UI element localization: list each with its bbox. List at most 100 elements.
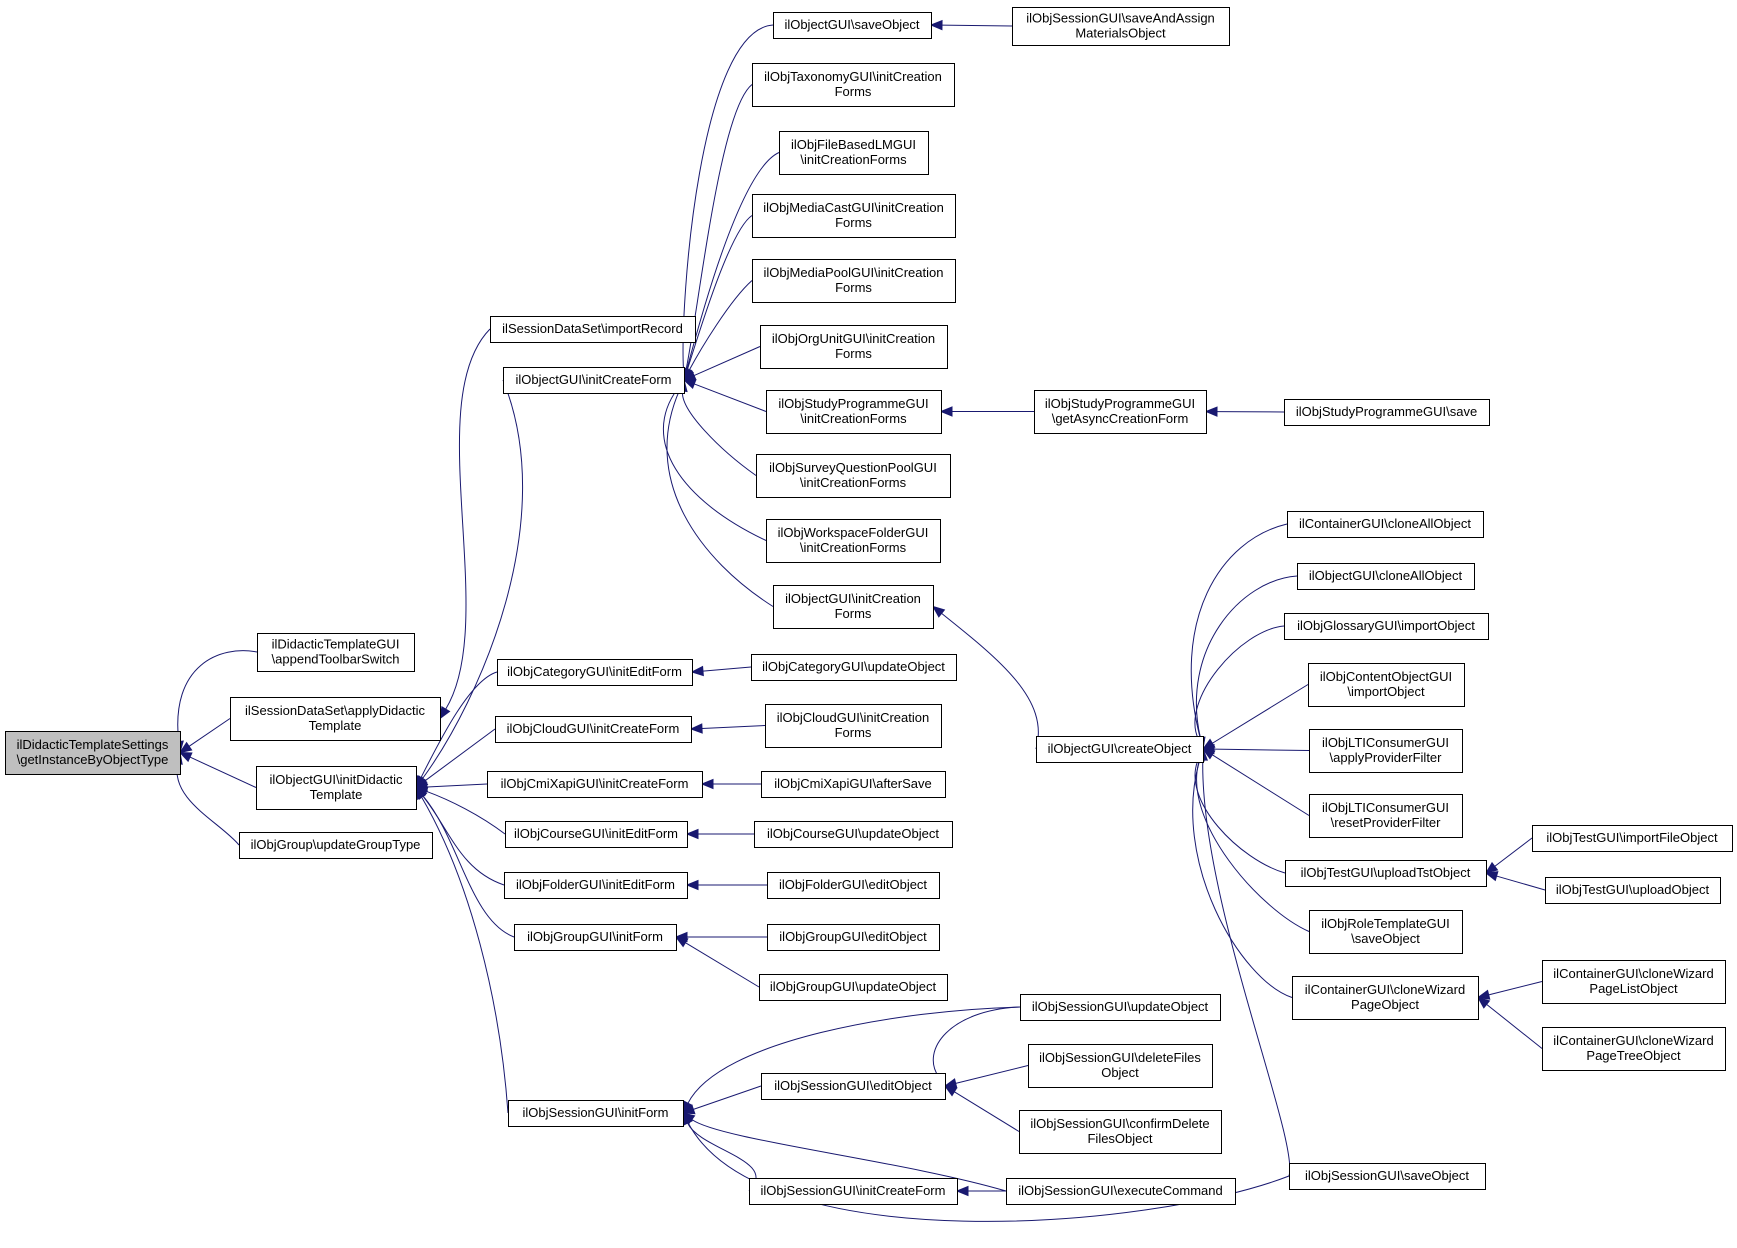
node-tax-icf[interactable]: ilObjTaxonomyGUI\initCreationForms (752, 63, 955, 107)
node-tst-upload[interactable]: ilObjTestGUI\uploadTstObject (1285, 860, 1487, 887)
node-cmi-initcreate[interactable]: ilObjCmiXapiGUI\initCreateForm (487, 771, 703, 798)
node-sess-saveassign[interactable]: ilObjSessionGUI\saveAndAssignMaterialsOb… (1012, 7, 1230, 46)
node-grpgui-edit[interactable]: ilObjGroupGUI\editObject (767, 924, 940, 951)
node-label: ilObjCategoryGUI\updateObject (762, 659, 945, 674)
node-orgu-icf[interactable]: ilObjOrgUnitGUI\initCreationForms (760, 325, 948, 369)
node-fblm-icf[interactable]: ilObjFileBasedLMGUI\initCreationForms (779, 131, 929, 175)
node-prg-getasync[interactable]: ilObjStudyProgrammeGUI\getAsyncCreationF… (1034, 390, 1207, 434)
edge-line (1194, 758, 1286, 874)
node-lti-apply[interactable]: ilObjLTIConsumerGUI\applyProviderFilter (1309, 729, 1463, 773)
node-sds-import[interactable]: ilSessionDataSet\importRecord (490, 316, 696, 343)
node-lti-reset[interactable]: ilObjLTIConsumerGUI\resetProviderFilter (1309, 794, 1463, 838)
node-crs-initedit[interactable]: ilObjCourseGUI\initEditForm (505, 821, 688, 848)
node-cont-cloneall[interactable]: ilContainerGUI\cloneAllObject (1287, 511, 1484, 538)
node-wsp-icf[interactable]: ilObjWorkspaceFolderGUI\initCreationForm… (766, 519, 941, 563)
node-og-initcreate[interactable]: ilObjectGUI\initCreateForm (503, 367, 685, 394)
node-label: PageTreeObject (1586, 1048, 1681, 1063)
node-label: MaterialsObject (1075, 26, 1166, 41)
node-grpgui-initform[interactable]: ilObjGroupGUI\initForm (514, 924, 677, 951)
edge-line (694, 383, 767, 412)
node-tst-importfile[interactable]: ilObjTestGUI\importFileObject (1532, 825, 1733, 852)
node-box (239, 832, 433, 859)
node-fold-edit[interactable]: ilObjFolderGUI\editObject (767, 872, 940, 899)
edge-line (932, 1006, 1021, 1078)
node-sess-save[interactable]: ilObjSessionGUI\saveObject (1289, 1163, 1486, 1190)
arrowhead-icon (943, 1085, 958, 1097)
edge-line (422, 795, 515, 938)
node-label: \appendToolbarSwitch (272, 652, 400, 667)
node-glo-import[interactable]: ilObjGlossaryGUI\importObject (1284, 613, 1489, 640)
edge-lti_apply-to-og_create (1201, 743, 1310, 755)
edge-line (421, 796, 509, 1114)
node-label: ilDidacticTemplateGUI (272, 637, 400, 652)
node-sess-initcreate[interactable]: ilObjSessionGUI\initCreateForm (749, 1178, 958, 1205)
edge-fold_edit-to-fold_initedit (685, 879, 767, 891)
node-label: Object (1101, 1065, 1139, 1080)
node-role-save[interactable]: ilObjRoleTemplateGUI\saveObject (1309, 910, 1463, 954)
node-mcast-icf[interactable]: ilObjMediaCastGUI\initCreationForms (752, 194, 956, 238)
node-prg-save[interactable]: ilObjStudyProgrammeGUI\save (1284, 399, 1490, 426)
edge-line (685, 942, 760, 988)
node-label: \applyProviderFilter (1330, 750, 1443, 765)
node-box (1542, 1027, 1726, 1071)
node-cmi-aftersave[interactable]: ilObjCmiXapiGUI\afterSave (761, 771, 946, 798)
node-label: ilObjSessionGUI\initForm (523, 1105, 669, 1120)
edge-line (1190, 523, 1288, 739)
node-box (1012, 7, 1230, 46)
edge-line (426, 783, 488, 788)
edge-cont_wiz_tree-to-cont_wizard (1476, 996, 1543, 1049)
node-cloud-icf[interactable]: ilObjCloudGUI\initCreationForms (765, 704, 942, 748)
node-cat-initedit[interactable]: ilObjCategoryGUI\initEditForm (497, 659, 693, 686)
edge-grpgui_edit-to-grpgui_initform (674, 931, 767, 943)
node-label: ilObjectGUI\initDidactic (270, 772, 403, 787)
node-box (752, 259, 956, 303)
node-label: ilObjFileBasedLMGUI (791, 137, 916, 152)
node-cobj-import[interactable]: ilObjContentObjectGUI\importObject (1308, 663, 1465, 707)
node-grp-update[interactable]: ilObjGroup\updateGroupType (239, 832, 433, 859)
edge-crs_update-to-crs_initedit (685, 828, 754, 840)
node-tst-uploadobj[interactable]: ilObjTestGUI\uploadObject (1545, 877, 1721, 904)
node-label: ilObjCloudGUI\initCreateForm (507, 721, 680, 736)
node-og-create[interactable]: ilObjectGUI\createObject (1036, 736, 1204, 763)
node-og-icf[interactable]: ilObjectGUI\initCreationForms (773, 585, 934, 629)
edge-tst_importfile-to-tst_upload (1484, 837, 1533, 874)
node-mpool-icf[interactable]: ilObjMediaPoolGUI\initCreationForms (752, 259, 956, 303)
edge-line (702, 666, 752, 672)
edge-line (941, 24, 1013, 27)
node-label: ilContainerGUI\cloneWizard (1553, 966, 1713, 981)
node-box (256, 766, 417, 810)
node-sess-exec[interactable]: ilObjSessionGUI\executeCommand (1006, 1178, 1236, 1205)
node-box (1284, 399, 1490, 426)
node-og-cloneall[interactable]: ilObjectGUI\cloneAllObject (1297, 563, 1475, 590)
node-box (1019, 1110, 1222, 1154)
edge-line (177, 650, 258, 742)
node-sess-update[interactable]: ilObjSessionGUI\updateObject (1020, 994, 1221, 1021)
node-label: ilObjOrgUnitGUI\initCreation (772, 331, 935, 346)
node-sqp-icf[interactable]: ilObjSurveyQuestionPoolGUI\initCreationF… (756, 454, 951, 498)
node-cloud-initcreate[interactable]: ilObjCloudGUI\initCreateForm (495, 716, 692, 743)
node-grpgui-update[interactable]: ilObjGroupGUI\updateObject (759, 974, 948, 1001)
node-prg-icf[interactable]: ilObjStudyProgrammeGUI\initCreationForms (766, 390, 942, 434)
edge-grp_update-to-root (172, 751, 240, 846)
node-sess-edit[interactable]: ilObjSessionGUI\editObject (761, 1073, 946, 1100)
edge-line (688, 280, 753, 371)
node-box (752, 63, 955, 107)
node-label: ilSessionDataSet\applyDidactic (245, 703, 425, 718)
node-sess-initform[interactable]: ilObjSessionGUI\initForm (508, 1100, 684, 1127)
node-label: ilObjWorkspaceFolderGUI (778, 525, 929, 540)
node-og-save[interactable]: ilObjectGUI\saveObject (773, 12, 932, 39)
node-dtgui-append[interactable]: ilDidacticTemplateGUI\appendToolbarSwitc… (257, 633, 415, 672)
node-crs-update[interactable]: ilObjCourseGUI\updateObject (754, 821, 953, 848)
arrowhead-icon (1201, 748, 1216, 760)
node-root[interactable]: ilDidacticTemplateSettings\getInstanceBy… (5, 731, 181, 775)
node-fold-initedit[interactable]: ilObjFolderGUI\initEditForm (504, 872, 688, 899)
node-cat-update[interactable]: ilObjCategoryGUI\updateObject (751, 654, 957, 681)
